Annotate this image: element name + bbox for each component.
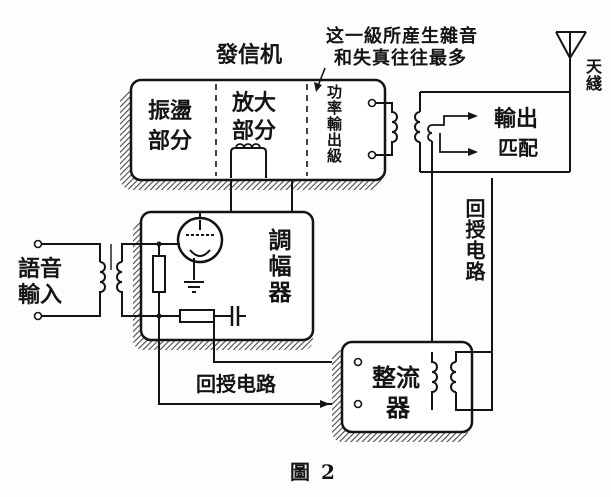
- feedback-wire-bottom: [158, 342, 358, 405]
- antenna-label: 天綫: [583, 58, 602, 92]
- rectifier-label-1: 整流: [372, 363, 420, 392]
- mic-terminal-top: [33, 239, 43, 249]
- modulator-label: 調幅器: [264, 228, 291, 306]
- mic-terminal-bottom: [33, 311, 43, 321]
- transmitter-frame: [129, 78, 387, 182]
- amplifier-label-2: 部分: [232, 118, 277, 144]
- arrow-right-icon: [468, 112, 478, 120]
- rectifier-coil-left: [431, 352, 438, 410]
- note-arrow-line: [317, 67, 326, 87]
- rectifier-coil-right: [450, 361, 457, 393]
- mic-input-label-1: 語音: [18, 256, 63, 282]
- rectifier-box: [332, 178, 493, 442]
- amplifier-coil-icon: [235, 143, 261, 149]
- feedback-label-horizontal: 回授电路: [196, 372, 276, 396]
- rectifier-label-2: 器: [386, 393, 410, 422]
- power-terminal-bottom: [367, 150, 377, 160]
- feedback-wire-right: [455, 178, 493, 362]
- note-line-2: 和失真往往最多: [334, 48, 467, 69]
- transmitter-label: 發信机: [216, 42, 283, 68]
- feedback-arrow-icon: [320, 400, 330, 408]
- mic-input-label-2: 輸入: [18, 282, 63, 308]
- amplifier-coil-loop: [230, 147, 267, 178]
- transmitter-box: [120, 78, 387, 190]
- figure-caption: 圖 2: [290, 460, 337, 484]
- feedback-pickup-coil: [427, 112, 478, 352]
- output-match-label-1: 輸出: [494, 106, 539, 132]
- power-terminal-top: [367, 98, 377, 108]
- note-arrow-head: [314, 82, 322, 92]
- power-stage-label: 功率輸出級: [325, 84, 343, 164]
- rectifier-terminal-top: [353, 357, 363, 367]
- output-transformer: [376, 58, 571, 173]
- oscillator-label-1: 振盪: [148, 98, 193, 124]
- modulator-box: [133, 210, 315, 350]
- ground-icon: [184, 281, 204, 293]
- rectifier-frame: [340, 340, 474, 434]
- output-secondary-coil: [414, 111, 421, 143]
- arrow-right-icon-2: [468, 148, 478, 156]
- grid-resistor: [152, 255, 166, 293]
- capacitor-icon: [230, 306, 246, 326]
- antenna-icon: [555, 31, 587, 59]
- amplifier-label-1: 放大: [232, 90, 277, 116]
- note-line-1: 这一級所産生雜音: [326, 26, 478, 47]
- oscillator-label-2: 部分: [148, 128, 193, 154]
- mic-transformer: [33, 239, 159, 321]
- rectifier-terminal-bottom: [353, 399, 363, 409]
- feedback-label-vertical: 回授电路: [462, 198, 486, 282]
- output-primary-coil: [376, 102, 398, 156]
- feedback-wire-top: [213, 322, 358, 363]
- bias-resistor: [179, 309, 215, 323]
- output-match-label-2: 匹配: [498, 136, 538, 160]
